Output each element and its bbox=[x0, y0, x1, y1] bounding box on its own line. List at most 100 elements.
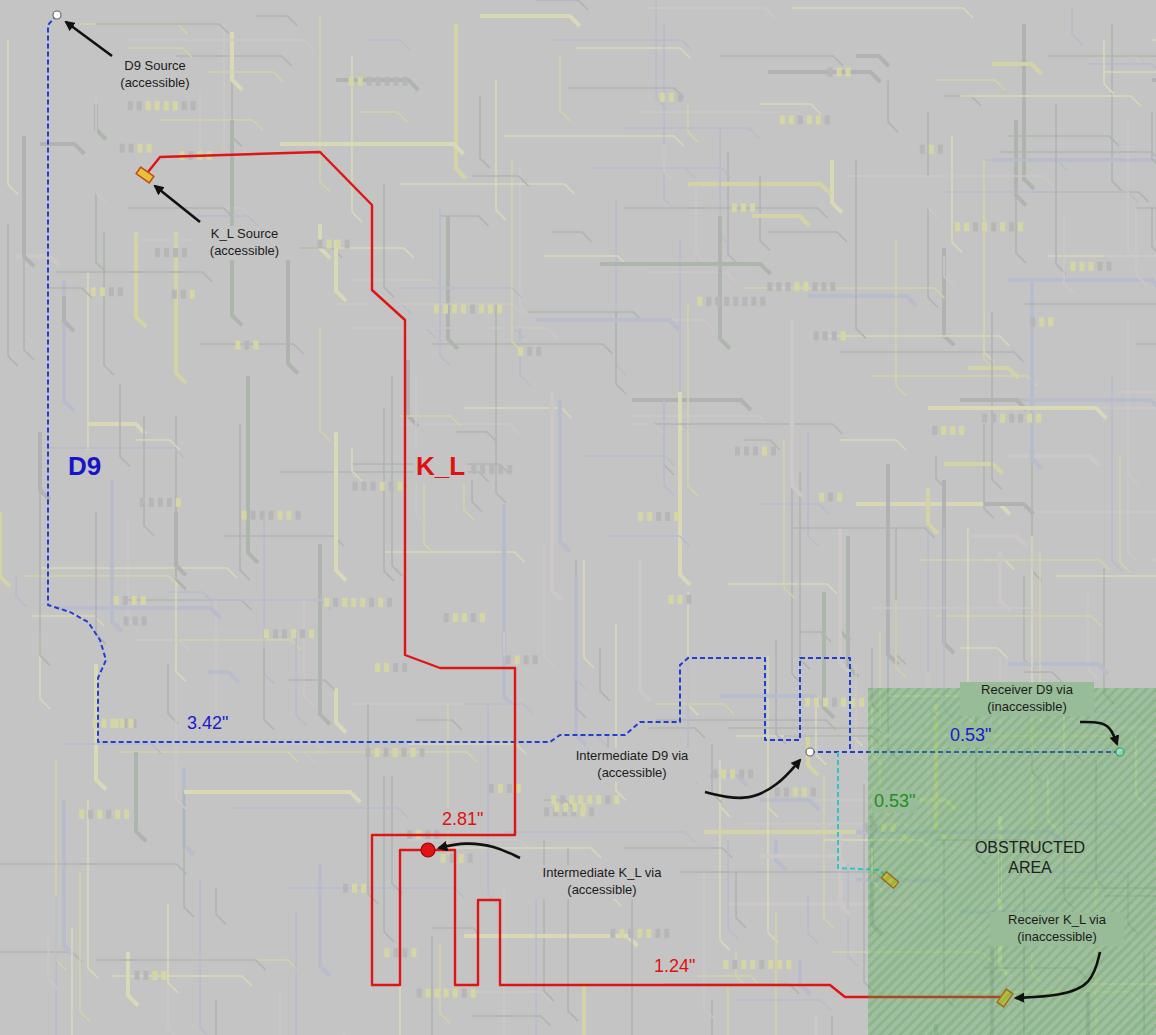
pad bbox=[1039, 317, 1044, 326]
pad bbox=[628, 929, 633, 938]
background-trace bbox=[448, 704, 458, 864]
background-trace bbox=[808, 296, 917, 306]
background-trace bbox=[448, 216, 458, 349]
pad bbox=[724, 297, 729, 306]
background-trace bbox=[96, 24, 229, 34]
background-trace bbox=[352, 448, 362, 481]
pad bbox=[955, 222, 960, 231]
pad bbox=[371, 482, 376, 491]
background-trace bbox=[760, 800, 819, 810]
background-trace bbox=[1128, 480, 1138, 562]
background-trace bbox=[0, 864, 187, 874]
pad bbox=[647, 512, 652, 521]
background-trace bbox=[280, 992, 290, 1035]
background-trace bbox=[848, 536, 858, 677]
pad bbox=[360, 598, 365, 607]
background-trace bbox=[720, 696, 824, 706]
background-trace bbox=[648, 728, 705, 738]
pad bbox=[587, 795, 592, 804]
pad bbox=[470, 304, 475, 313]
pad bbox=[79, 810, 84, 819]
pad bbox=[345, 240, 350, 249]
background-trace bbox=[232, 752, 314, 762]
pad bbox=[569, 795, 574, 804]
pad bbox=[832, 331, 837, 340]
pad bbox=[733, 297, 738, 306]
pad bbox=[964, 222, 969, 231]
background-trace bbox=[64, 744, 162, 754]
background-trace bbox=[88, 800, 98, 978]
pad bbox=[242, 511, 247, 520]
callout-note: Intermediate D9 via (accessible) bbox=[555, 748, 709, 782]
background-trace bbox=[520, 168, 530, 317]
background-trace bbox=[944, 464, 1003, 474]
background-trace bbox=[472, 480, 482, 512]
background-trace bbox=[96, 512, 106, 644]
background-trace bbox=[128, 48, 193, 58]
leader-arrow bbox=[1080, 722, 1117, 744]
background-trace bbox=[736, 952, 746, 986]
background-trace bbox=[136, 440, 180, 450]
background-trace bbox=[256, 16, 297, 26]
pad bbox=[660, 93, 665, 102]
background-trace bbox=[1136, 344, 1156, 354]
background-trace bbox=[736, 872, 746, 928]
background-trace bbox=[960, 96, 1141, 106]
background-trace bbox=[456, 24, 466, 179]
background-trace bbox=[536, 0, 588, 10]
pad bbox=[1000, 222, 1005, 231]
pad bbox=[536, 347, 541, 356]
background-trace bbox=[608, 536, 690, 546]
pad bbox=[118, 287, 123, 296]
background-trace bbox=[424, 480, 434, 554]
pad bbox=[100, 287, 105, 296]
pad bbox=[111, 719, 116, 728]
pad bbox=[158, 498, 163, 507]
background-trace bbox=[128, 208, 234, 218]
background-trace bbox=[1008, 456, 1099, 466]
pad bbox=[361, 884, 366, 893]
background-trace bbox=[936, 616, 1101, 626]
pad bbox=[551, 795, 556, 804]
dimension: 0.53" bbox=[948, 724, 993, 747]
pad bbox=[802, 788, 807, 797]
pad bbox=[468, 854, 473, 863]
background-trace bbox=[1008, 664, 1108, 674]
pad bbox=[352, 884, 357, 893]
background-trace bbox=[944, 192, 1138, 202]
background-trace bbox=[472, 176, 528, 186]
pad bbox=[524, 655, 529, 664]
background-trace bbox=[288, 680, 335, 690]
background-trace bbox=[400, 912, 410, 1035]
background-trace bbox=[952, 136, 962, 252]
pad bbox=[846, 68, 851, 77]
pad bbox=[462, 989, 467, 998]
background-trace bbox=[112, 480, 122, 632]
background-trace bbox=[664, 144, 674, 181]
background-trace bbox=[768, 232, 847, 242]
pad bbox=[115, 810, 120, 819]
pad bbox=[402, 748, 407, 757]
background-trace bbox=[120, 384, 130, 467]
background-trace bbox=[600, 264, 771, 274]
pad bbox=[182, 101, 187, 110]
pad bbox=[287, 511, 292, 520]
pad bbox=[991, 222, 996, 231]
pad bbox=[389, 482, 394, 491]
pad bbox=[991, 414, 996, 423]
pad bbox=[1018, 222, 1023, 231]
background-trace bbox=[144, 416, 154, 536]
background-trace bbox=[56, 608, 220, 618]
pad bbox=[785, 282, 790, 291]
background-trace bbox=[56, 760, 66, 970]
background-trace bbox=[872, 608, 1040, 618]
pad bbox=[134, 971, 139, 980]
pad bbox=[342, 598, 347, 607]
background-trace bbox=[440, 208, 450, 365]
pad bbox=[93, 719, 98, 728]
pad bbox=[479, 304, 484, 313]
background-trace bbox=[888, 80, 898, 132]
pad bbox=[841, 698, 846, 707]
background-trace bbox=[984, 160, 1067, 170]
background-trace bbox=[48, 288, 92, 298]
